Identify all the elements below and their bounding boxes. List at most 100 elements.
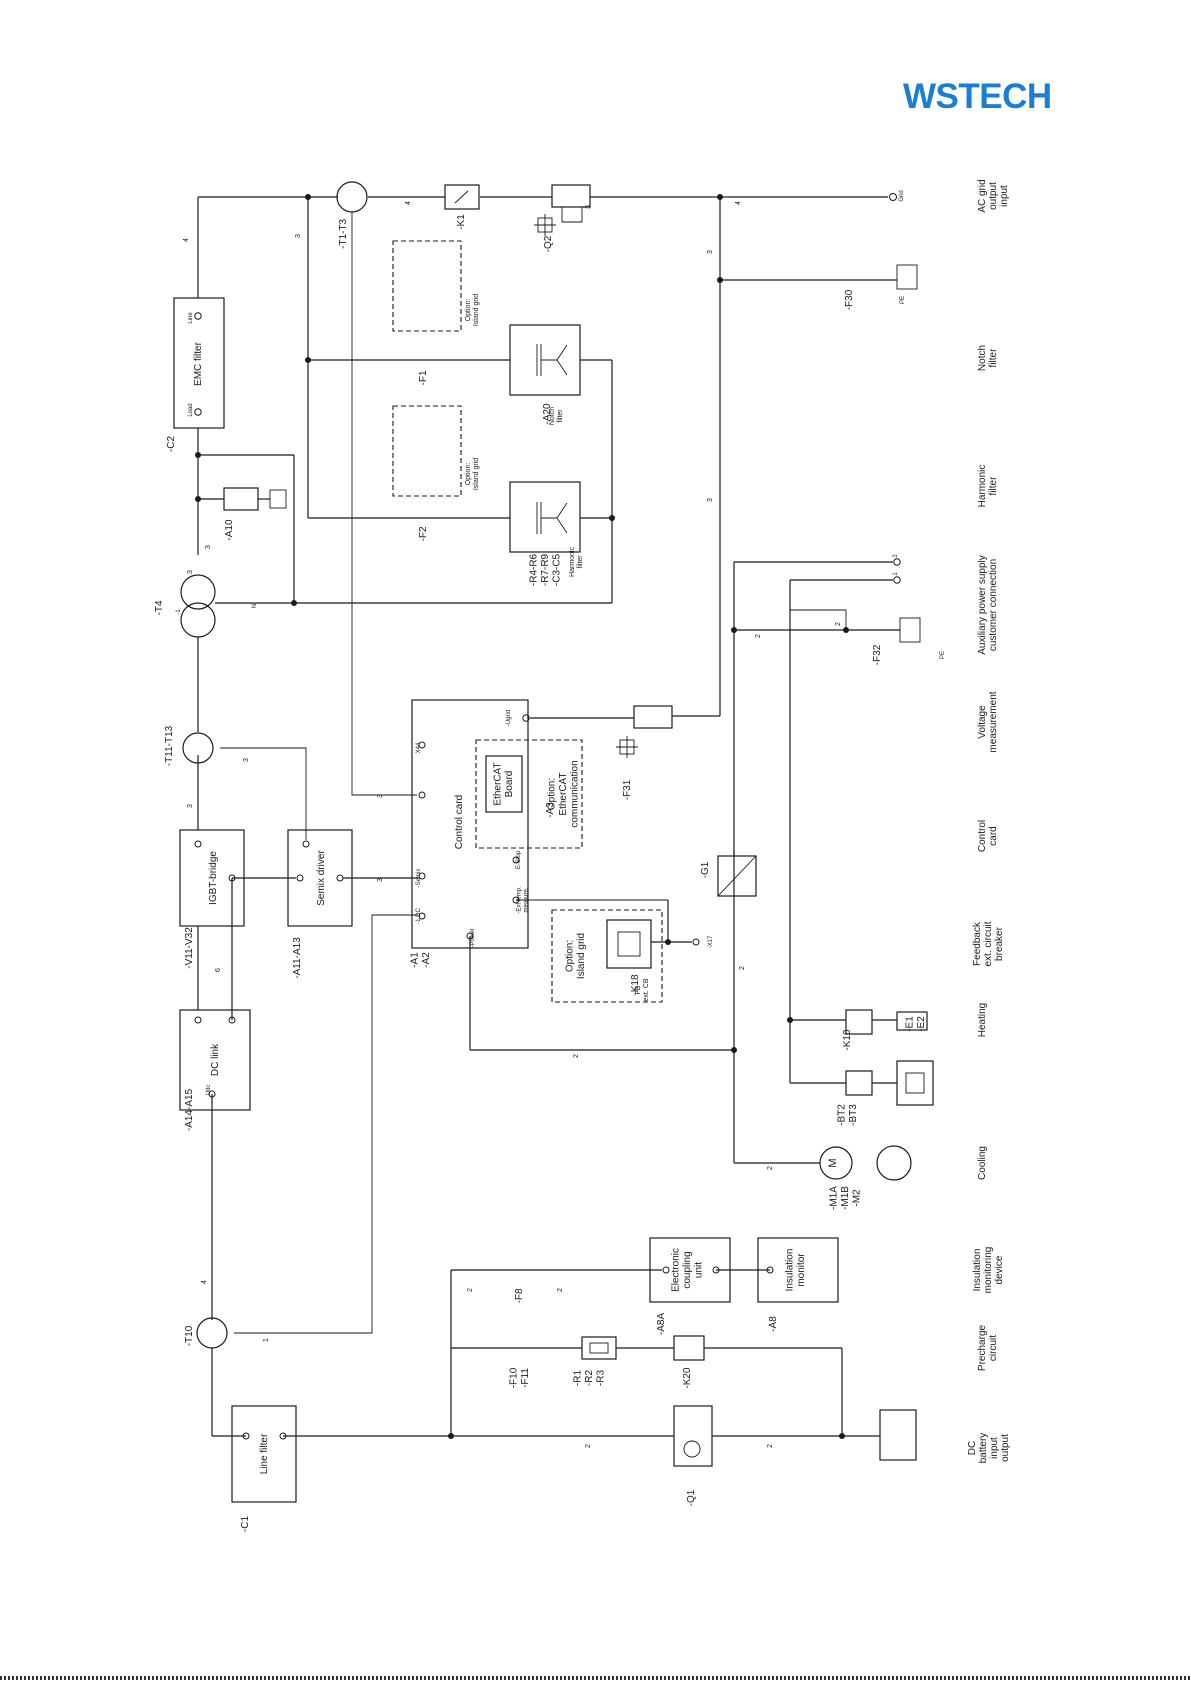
designation-label: -R4-R6-R7-R9-C3-C5	[529, 553, 563, 586]
designation-labels: -T1-T3-K1-Q2-F30-F1-A20-C2-A10-F2-R4-R6-…	[154, 214, 927, 1532]
m1-cooling-motor	[819, 1146, 853, 1180]
wire-count-label: 3	[377, 878, 384, 882]
wire-count-label: 2	[835, 622, 842, 626]
terminal-label: PE	[900, 296, 906, 304]
designation-label: -K20	[682, 1367, 693, 1389]
designation-label: -V11-V32	[184, 927, 195, 969]
wire-count-label: 4	[405, 201, 412, 205]
wire-count-label: 3	[585, 205, 592, 209]
terminal-label: Udc	[206, 1085, 212, 1096]
island-option-f2-label: Option:Island grid	[465, 458, 480, 490]
designation-label: -Q2	[543, 235, 554, 252]
t10-current-transformer	[196, 1317, 228, 1349]
terminal-label: PE	[940, 651, 946, 659]
designation-label: -T11-T13	[164, 725, 175, 766]
ethercat-board	[485, 755, 523, 813]
r1-r3-resistor	[581, 1336, 617, 1360]
designation-label: -A8A	[656, 1313, 667, 1336]
grid-terminal	[889, 193, 897, 201]
line-filter-label: Line filter	[259, 1433, 270, 1474]
schematic-wiring	[173, 181, 934, 1503]
k1-contactor	[444, 184, 480, 210]
section-label: Notchfilter	[977, 345, 999, 371]
emc-filter-block	[173, 297, 225, 429]
wire-count-label: 3	[187, 804, 194, 808]
section-label: Cooling	[977, 1146, 988, 1180]
fb-ext-cb-label: FBext. CB	[635, 978, 650, 1001]
terminal-label: -Power	[470, 928, 476, 947]
line-filter-block	[231, 1405, 297, 1503]
fan-icon	[876, 1145, 912, 1181]
wire-count-label: 3	[707, 250, 714, 254]
island-option-k18-label: Option:Island grid	[564, 933, 587, 979]
designation-label: -C2	[166, 436, 177, 453]
designation-label: -F8	[514, 1288, 525, 1303]
t11-t13-current-transformer	[182, 732, 214, 764]
block-labels: EMC filter Control card IGBT-bridge Semi…	[193, 294, 807, 1475]
t1-t3-current-transformer	[336, 181, 368, 213]
designation-label: -F30	[844, 289, 855, 310]
island-option-f2	[392, 405, 462, 497]
q2-breaker	[551, 184, 591, 208]
designation-label: -M1A-M1B-M2	[829, 1186, 863, 1210]
wire-count-label: 2	[755, 634, 762, 638]
wire-count-label: 3	[243, 758, 250, 762]
control-card-label: Control card	[454, 795, 465, 849]
wire-count-label: 4	[735, 201, 742, 205]
designation-label: -A14-A15	[184, 1088, 195, 1131]
section-labels: AC gridoutputinput Notchfilter Harmonicf…	[967, 179, 1011, 1463]
designation-label: -C1	[240, 1516, 251, 1533]
bt2-bt3-thermostat	[845, 1070, 873, 1096]
designation-label: -T1-T3	[338, 219, 349, 249]
k10-coil	[896, 1060, 934, 1106]
t4-transformer	[180, 574, 216, 610]
ethercat-board-label: EtherCATBoard	[492, 762, 515, 805]
terminal-label: 2	[893, 554, 899, 558]
pe-earth-f30	[896, 264, 918, 290]
wire-count-label: 2	[557, 1288, 564, 1292]
emc-filter-label: EMC filter	[193, 341, 204, 386]
terminal-label: 1	[893, 572, 899, 576]
wire-count-label: 6	[215, 968, 222, 972]
terminal-label: -1	[176, 609, 182, 615]
designation-label: -F2	[418, 526, 429, 541]
terminal-label: -1 DC	[416, 908, 422, 924]
wire-count-label: 3	[295, 234, 302, 238]
k20-contactor	[673, 1335, 705, 1361]
a10-block	[223, 487, 259, 511]
wire-count-label: 3	[205, 545, 212, 549]
designation-label: -G1	[700, 861, 711, 878]
terminal-label: -Ugrid	[506, 710, 512, 726]
k18-island-option	[551, 909, 663, 1003]
section-label: Prechargecircuit	[977, 1324, 999, 1371]
notch-filter-small-label: Notchfilter	[549, 407, 564, 425]
designation-label: -A10	[224, 519, 235, 541]
wire-count-label: 2	[467, 1288, 474, 1292]
control-card-block	[411, 699, 529, 949]
terminal-label: Load	[188, 403, 194, 416]
section-label: Auxiliary power supplycustomer connectio…	[977, 555, 999, 655]
wire-count-label: 3	[377, 794, 384, 798]
designation-label: -BT2-BT3	[836, 1104, 859, 1126]
pe-earth-f32	[899, 617, 921, 643]
wire-count-label: 2	[767, 1444, 774, 1448]
terminal-label: Line	[188, 312, 194, 324]
designation-label: -A8	[768, 1316, 779, 1332]
section-label: Controlcard	[977, 820, 999, 852]
designation-label: -F31	[622, 779, 633, 800]
section-label: Insulationmonitoringdevice	[972, 1247, 1005, 1294]
f31-breaker	[633, 705, 673, 729]
harmonic-filter-block	[509, 481, 581, 553]
wire-count-label: 4	[201, 1280, 208, 1284]
terminal-label: -Ext temp.measure.	[517, 886, 530, 914]
semix-driver-label: Semix driver	[316, 850, 327, 906]
wire-count-label: 2	[585, 1444, 592, 1448]
dc-link-label: DC link	[210, 1043, 221, 1076]
wire-count-label: 2	[739, 966, 746, 970]
designation-label: -T4	[154, 600, 165, 615]
terminal-label: -X17	[708, 935, 714, 948]
island-option-f1-label: Option:Island grid	[465, 294, 480, 326]
